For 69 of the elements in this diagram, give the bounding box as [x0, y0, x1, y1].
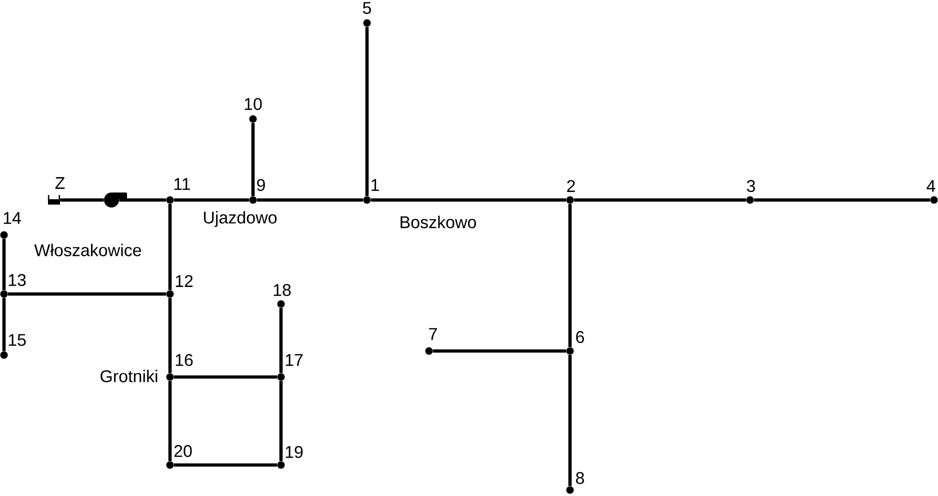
node-label: 14 [4, 212, 21, 224]
place-name: Ujazdowo [204, 211, 277, 227]
place-name: Boszkowo [400, 216, 476, 228]
pipe-line [568, 354, 572, 486]
node-label: 16 [176, 354, 193, 366]
node-label: 5 [362, 2, 371, 14]
junction-dot [277, 300, 285, 308]
pipe-line [256, 198, 364, 202]
node-label: 3 [746, 180, 755, 192]
junction-dot [363, 196, 371, 204]
pipe-line [432, 349, 566, 353]
node-label: 6 [576, 330, 584, 344]
junction-dot [566, 196, 574, 204]
junction-dot [363, 19, 371, 27]
pipe-line [168, 380, 172, 462]
junction-dot [166, 196, 174, 204]
pipe-line [2, 238, 6, 290]
node-label: 2 [567, 180, 575, 192]
node-label: 18 [274, 284, 291, 296]
junction-dot [166, 461, 174, 469]
junction-dot [566, 486, 574, 494]
node-label: 19 [286, 446, 303, 458]
node-label: 8 [576, 472, 584, 484]
pipe-line [568, 204, 572, 348]
node-label: 4 [926, 180, 936, 192]
node-label: Z [55, 177, 65, 189]
junction-dot [0, 231, 8, 239]
junction-dot [930, 196, 938, 204]
place-name: Grotniki [100, 370, 158, 382]
junction-dot [166, 373, 174, 381]
node-label: 10 [244, 98, 262, 110]
node-label: 11 [174, 178, 190, 190]
node-label: 7 [429, 328, 437, 340]
node-label: 12 [176, 275, 193, 287]
pipe-line [251, 122, 255, 196]
pipe-line [8, 292, 166, 296]
pipe-line [60, 198, 104, 202]
junction-dot [249, 115, 257, 123]
junction-dot [0, 351, 8, 359]
junction-dot [277, 373, 285, 381]
node-label: 17 [286, 354, 303, 366]
pipe-line [574, 198, 746, 202]
pipe-line [754, 198, 930, 202]
node-label: 13 [8, 274, 26, 286]
source-symbol [48, 194, 60, 205]
junction-dot [746, 196, 754, 204]
pipe-line [279, 308, 283, 374]
junction-dot [566, 347, 574, 355]
pipe-line [174, 198, 250, 202]
pipe-line [174, 463, 278, 467]
pipe-line [365, 26, 369, 196]
junction-dot [166, 290, 174, 298]
pipe-line [174, 375, 278, 379]
pipe-line [119, 198, 166, 202]
pipe-line [2, 298, 6, 352]
junction-dot [425, 347, 433, 355]
node-label: 9 [257, 178, 265, 192]
pipe-line [168, 298, 172, 374]
place-name: Włoszakowice [34, 244, 142, 256]
node-label: 15 [8, 334, 26, 346]
node-label: 1 [372, 179, 379, 191]
pipe-line [279, 380, 283, 462]
pump-symbol [104, 192, 127, 208]
junction-dot [0, 290, 8, 298]
node-label: 20 [174, 444, 192, 458]
junction-dot [277, 461, 285, 469]
pipe-line [370, 198, 566, 202]
pipe-line [168, 204, 172, 290]
junction-dot [249, 196, 257, 204]
